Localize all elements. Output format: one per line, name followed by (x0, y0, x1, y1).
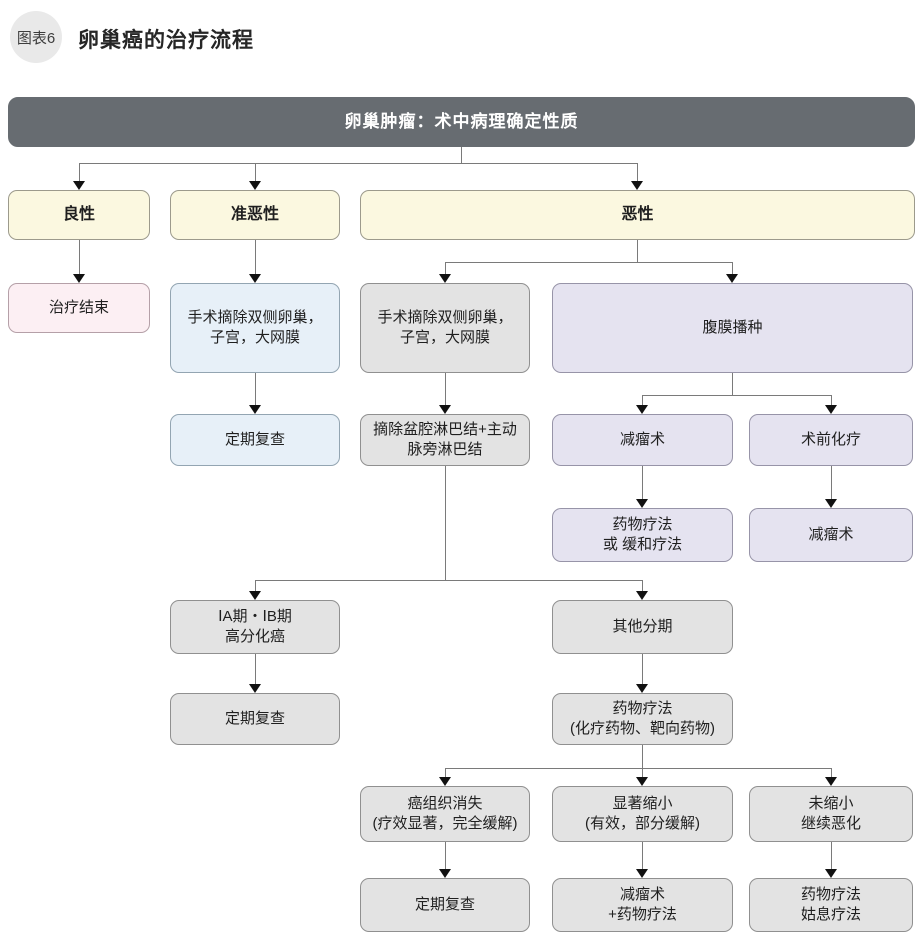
node-treatment-end: 治疗结束 (8, 283, 150, 333)
arrow-to-borderline (249, 181, 261, 190)
figure-badge: 图表6 (10, 11, 62, 63)
connector-peritoneal-stem (732, 373, 733, 396)
connector-to-malignant (637, 163, 638, 182)
node-debulking-plus-drug: 减瘤术 +药物疗法 (552, 878, 733, 932)
connector-outcome-branch (445, 768, 832, 769)
node-root: 卵巢肿瘤：术中病理确定性质 (8, 97, 915, 147)
arrow-to-benign (73, 181, 85, 190)
node-followup-final: 定期复查 (360, 878, 530, 932)
node-lymph-node-removal: 摘除盆腔淋巴结+主动 脉旁淋巴结 (360, 414, 530, 466)
connector-to-peritoneal (732, 262, 733, 275)
connector-to-borderline (255, 163, 256, 182)
node-malignant: 恶性 (360, 190, 915, 240)
node-peritoneal-seeding: 腹膜播种 (552, 283, 913, 373)
page-title: 卵巢癌的治疗流程 (78, 29, 254, 52)
arrow-peritoneal (726, 274, 738, 283)
node-surgery-malignant: 手术摘除双侧卵巢， 子宫，大网膜 (360, 283, 530, 373)
connector-to-no-shrinkage (831, 768, 832, 778)
connector-stage1-followup (255, 654, 256, 685)
arrow-other-stages (636, 591, 648, 600)
connector-to-preop-chemo (831, 395, 832, 406)
connector-disappeared-followup (445, 842, 446, 870)
connector-malignant-stem (637, 240, 638, 263)
arrow-surgery-borderline (249, 274, 261, 283)
connector-surgery-lymph (445, 373, 446, 406)
node-benign: 良性 (8, 190, 150, 240)
node-borderline: 准恶性 (170, 190, 340, 240)
connector-root-stem (461, 147, 462, 164)
node-debulking-after-chemo: 减瘤术 (749, 508, 913, 562)
connector-stage-branch (255, 580, 643, 581)
arrow-stage1ab (249, 591, 261, 600)
connector-to-debulking (642, 395, 643, 406)
connector-to-benign (79, 163, 80, 182)
node-tumor-disappeared: 癌组织消失 (疗效显著，完全缓解) (360, 786, 530, 842)
connector-to-surgery-malignant (445, 262, 446, 275)
node-drug-palliative-final: 药物疗法 姑息疗法 (749, 878, 913, 932)
arrow-preop-chemo (825, 405, 837, 414)
node-other-stages: 其他分期 (552, 600, 733, 654)
arrow-marked-shrinkage (636, 777, 648, 786)
node-preop-chemo: 术前化疗 (749, 414, 913, 466)
arrow-lymph-removal (439, 405, 451, 414)
connector-surgery-followup (255, 373, 256, 406)
arrow-followup-stage1 (249, 684, 261, 693)
connector-other-drug (642, 654, 643, 685)
connector-borderline-surgery (255, 240, 256, 275)
node-surgery-borderline: 手术摘除双侧卵巢， 子宫，大网膜 (170, 283, 340, 373)
node-no-shrinkage: 未缩小 继续恶化 (749, 786, 913, 842)
node-drug-therapy: 药物疗法 (化疗药物、靶向药物) (552, 693, 733, 745)
connector-to-other-stages (642, 580, 643, 592)
arrow-followup-borderline (249, 405, 261, 414)
node-drug-or-palliative: 药物疗法 或 缓和疗法 (552, 508, 733, 562)
arrow-debulking-after-chemo (825, 499, 837, 508)
node-stage1ab: ⅠA期・ⅠB期 高分化癌 (170, 600, 340, 654)
arrow-followup-final (439, 869, 451, 878)
connector-lymph-stem (445, 466, 446, 581)
arrow-drug-therapy (636, 684, 648, 693)
arrow-drug-or-palliative (636, 499, 648, 508)
connector-peritoneal-branch (642, 395, 832, 396)
arrow-drug-palliative-final (825, 869, 837, 878)
arrow-tumor-disappeared (439, 777, 451, 786)
node-marked-shrinkage: 显著缩小 (有效，部分缓解) (552, 786, 733, 842)
connector-to-disappeared (445, 768, 446, 778)
connector-to-shrinkage (642, 768, 643, 778)
arrow-no-shrinkage (825, 777, 837, 786)
node-followup-borderline: 定期复查 (170, 414, 340, 466)
arrow-surgery-malignant (439, 274, 451, 283)
connector-malignant-branch (445, 262, 733, 263)
node-debulking: 减瘤术 (552, 414, 733, 466)
connector-chemo-debulking (831, 466, 832, 500)
arrow-treatment-end (73, 274, 85, 283)
connector-benign-end (79, 240, 80, 275)
node-followup-stage1: 定期复查 (170, 693, 340, 745)
arrow-to-malignant (631, 181, 643, 190)
arrow-debulking (636, 405, 648, 414)
connector-to-stage1ab (255, 580, 256, 592)
connector-drug-stem (642, 745, 643, 769)
connector-shrinkage-debulking (642, 842, 643, 870)
connector-root-branch (79, 163, 638, 164)
connector-debulking-drug (642, 466, 643, 500)
arrow-debulking-plus-drug (636, 869, 648, 878)
connector-noshrink-palliative (831, 842, 832, 870)
